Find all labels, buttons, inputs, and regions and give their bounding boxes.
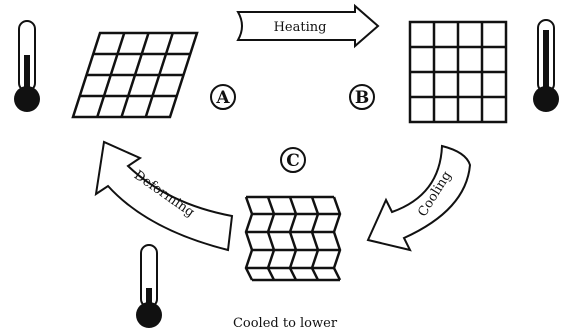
- caption: Cooled to lower: [233, 316, 338, 331]
- label-b: B: [349, 84, 375, 110]
- cooling-arrow: Cooling: [366, 144, 472, 252]
- svg-text:C: C: [286, 151, 300, 171]
- deforming-arrow: Deforming: [94, 140, 234, 252]
- thermometer-icon: [14, 20, 40, 112]
- thermometer-icon: [533, 19, 559, 112]
- heating-label: Heating: [274, 20, 327, 35]
- svg-text:A: A: [215, 88, 230, 108]
- lattice-a-sheared-grid: [71, 31, 199, 119]
- svg-text:B: B: [355, 88, 369, 108]
- heating-arrow: Heating: [236, 3, 380, 49]
- lattice-b-square-grid: [408, 20, 508, 124]
- label-c: C: [280, 147, 306, 173]
- thermometer-icon: [136, 244, 162, 328]
- label-a: A: [210, 84, 236, 110]
- lattice-c-twinned-grid: [244, 195, 342, 282]
